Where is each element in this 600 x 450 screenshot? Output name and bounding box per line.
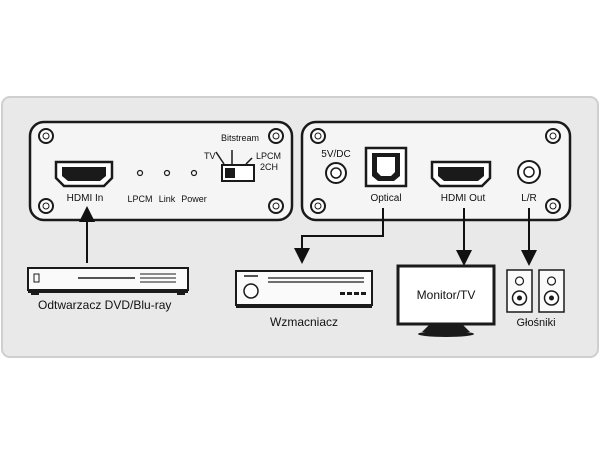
mode-switch-icon [215,150,255,182]
monitor-label: Monitor/TV [416,288,476,302]
amplifier-label: Wzmacniacz [269,315,339,329]
switch-2ch-label: 2CH [260,162,279,172]
power-5vdc-label: 5V/DC [321,149,351,160]
switch-lpcm-label: LPCM [256,151,282,161]
led-power-icon [190,169,198,177]
hdmi-in-label: HDMI In [66,193,104,204]
hdmi-out-label: HDMI Out [440,193,486,204]
screw-icon [38,128,54,144]
switch-bitstream-label: Bitstream [220,133,260,143]
optical-port-icon [364,146,408,188]
converter-front-panel [28,120,294,222]
speaker-left-icon [506,269,533,313]
screw-icon [268,198,284,214]
screw-icon [545,128,561,144]
led-lpcm-icon [136,169,144,177]
hdmi-in-port-icon [54,160,114,188]
screw-icon [268,128,284,144]
screw-icon [310,198,326,214]
converter-rear-panel [300,120,572,222]
speakers-label: Głośniki [516,317,556,329]
speaker-right-icon [538,269,565,313]
led-link-icon [163,169,171,177]
led-power-label: Power [181,194,207,204]
monitor-icon [396,264,496,337]
audio-lr-jack-icon [517,160,541,184]
led-link-label: Link [158,194,176,204]
screw-icon [545,198,561,214]
arrow-optical-to-amplifier [294,208,384,264]
player-label: Odtwarzacz DVD/Blu-ray [38,298,172,312]
led-lpcm-label: LPCM [127,194,153,204]
amplifier-icon [235,270,373,308]
switch-tv-label: TV [204,151,216,161]
hdmi-out-port-icon [430,160,492,188]
screw-icon [310,128,326,144]
screw-icon [38,198,54,214]
dc-power-jack-icon [325,162,347,184]
optical-label: Optical [370,193,402,204]
dvd-player-icon [27,267,189,295]
lr-label: L/R [521,193,537,204]
